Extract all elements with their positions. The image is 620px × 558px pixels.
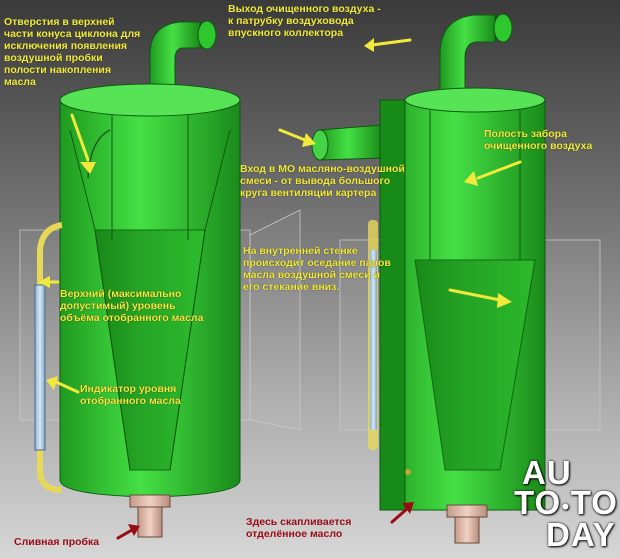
arrow-outlet [364, 38, 412, 52]
label-holes: Отверстия в верхней части конуса циклона… [4, 16, 140, 88]
arrow-collect [390, 502, 414, 524]
label-line: полости накопления [4, 64, 112, 76]
label-line: Сливная пробка [14, 536, 100, 548]
watermark-line: TO [570, 484, 618, 521]
watermark-logo: DAY [546, 516, 616, 553]
label-line: впускного коллектора [228, 27, 344, 39]
right-cyclone [311, 13, 546, 544]
label-line: На внутренней стенке [243, 245, 358, 257]
watermark-dot: ● [561, 497, 571, 514]
annotation-arrows [38, 38, 522, 394]
label-line: допустимый) уровень [60, 300, 176, 312]
label-line: Верхний (максимально [60, 288, 182, 300]
arrow-inlet [278, 128, 316, 147]
label-line: исключения появления [4, 40, 128, 52]
label-indicator: Индикатор уровня отобранного масла [80, 383, 181, 407]
label-line: происходит оседание паров [243, 257, 391, 269]
label-line: к патрубку воздуховода [228, 15, 354, 27]
watermark-logo: TO●TO [514, 486, 618, 520]
label-line: круга вентиляции картера [240, 187, 377, 199]
label-collect: Здесь скапливается отделённое масло [246, 516, 351, 540]
label-line: Вход в МО масляно-воздушной [240, 163, 405, 175]
label-cavity: Полость забора очищенного воздуха [484, 128, 592, 152]
arrow-drain [116, 524, 140, 540]
arrow-indicator [46, 376, 80, 394]
label-line: масла воздушной смеси и [243, 269, 381, 281]
label-outlet: Выход очищенного воздуха - к патрубку во… [228, 3, 381, 39]
label-line: Отверстия в верхней [4, 16, 115, 28]
label-line: Выход очищенного воздуха - [228, 3, 381, 15]
watermark-logo: AU [522, 454, 572, 491]
label-line: части конуса циклона для [4, 28, 141, 40]
arrow-cavity [464, 160, 522, 186]
label-line: смеси - от вывода большого [240, 175, 391, 187]
label-line: объёма отобранного масла [60, 312, 204, 324]
annotation-arrows-dark [116, 502, 414, 540]
arrow-maxlevel [38, 276, 60, 288]
label-drain: Сливная пробка [14, 536, 99, 548]
label-line: Здесь скапливается [246, 516, 352, 528]
label-line: Полость забора [484, 128, 567, 140]
label-line: его стекание вниз. [243, 281, 340, 293]
label-wall: На внутренней стенке происходит оседание… [243, 245, 391, 293]
label-line: отобранного масла [80, 395, 181, 407]
label-line: масла [4, 76, 36, 88]
watermark-line: TO [514, 484, 562, 521]
label-max-level: Верхний (максимально допустимый) уровень… [60, 288, 203, 324]
watermark-line: AU [522, 454, 572, 491]
label-line: очищенного воздуха [484, 140, 593, 152]
arrow-wall [448, 288, 512, 308]
label-inlet: Вход в МО масляно-воздушной смеси - от в… [240, 163, 405, 199]
label-line: отделённое масло [246, 528, 343, 540]
label-line: Индикатор уровня [80, 383, 177, 395]
left-cyclone [34, 20, 241, 538]
label-line: воздушной пробки [4, 52, 103, 64]
arrow-holes [70, 113, 96, 174]
watermark-line: DAY [546, 516, 616, 553]
